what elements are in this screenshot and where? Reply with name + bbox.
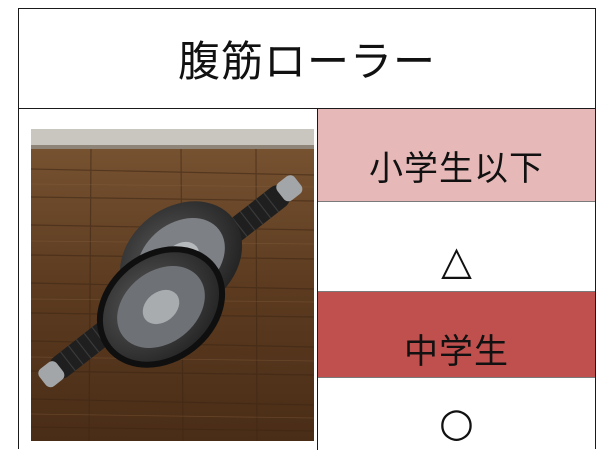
equipment-title: 腹筋ローラー [177, 37, 436, 86]
ab-roller-photo [31, 129, 314, 441]
row-junior-high-mark: ○ [318, 377, 595, 450]
eligibility-column: 小学生以下 △ 中学生 ○ [318, 109, 595, 450]
row-elementary-label: 小学生以下 [318, 109, 595, 201]
equipment-card: 腹筋ローラー [18, 8, 596, 450]
title-row: 腹筋ローラー [19, 9, 595, 109]
row-elementary-mark: △ [318, 201, 595, 291]
photo-cell [19, 109, 318, 450]
elementary-label: 小学生以下 [369, 148, 544, 189]
triangle-mark: △ [441, 237, 472, 284]
ab-roller-image [31, 129, 314, 441]
circle-mark: ○ [439, 400, 474, 446]
row-junior-high-label: 中学生 [318, 291, 595, 377]
junior-high-label: 中学生 [404, 332, 509, 372]
